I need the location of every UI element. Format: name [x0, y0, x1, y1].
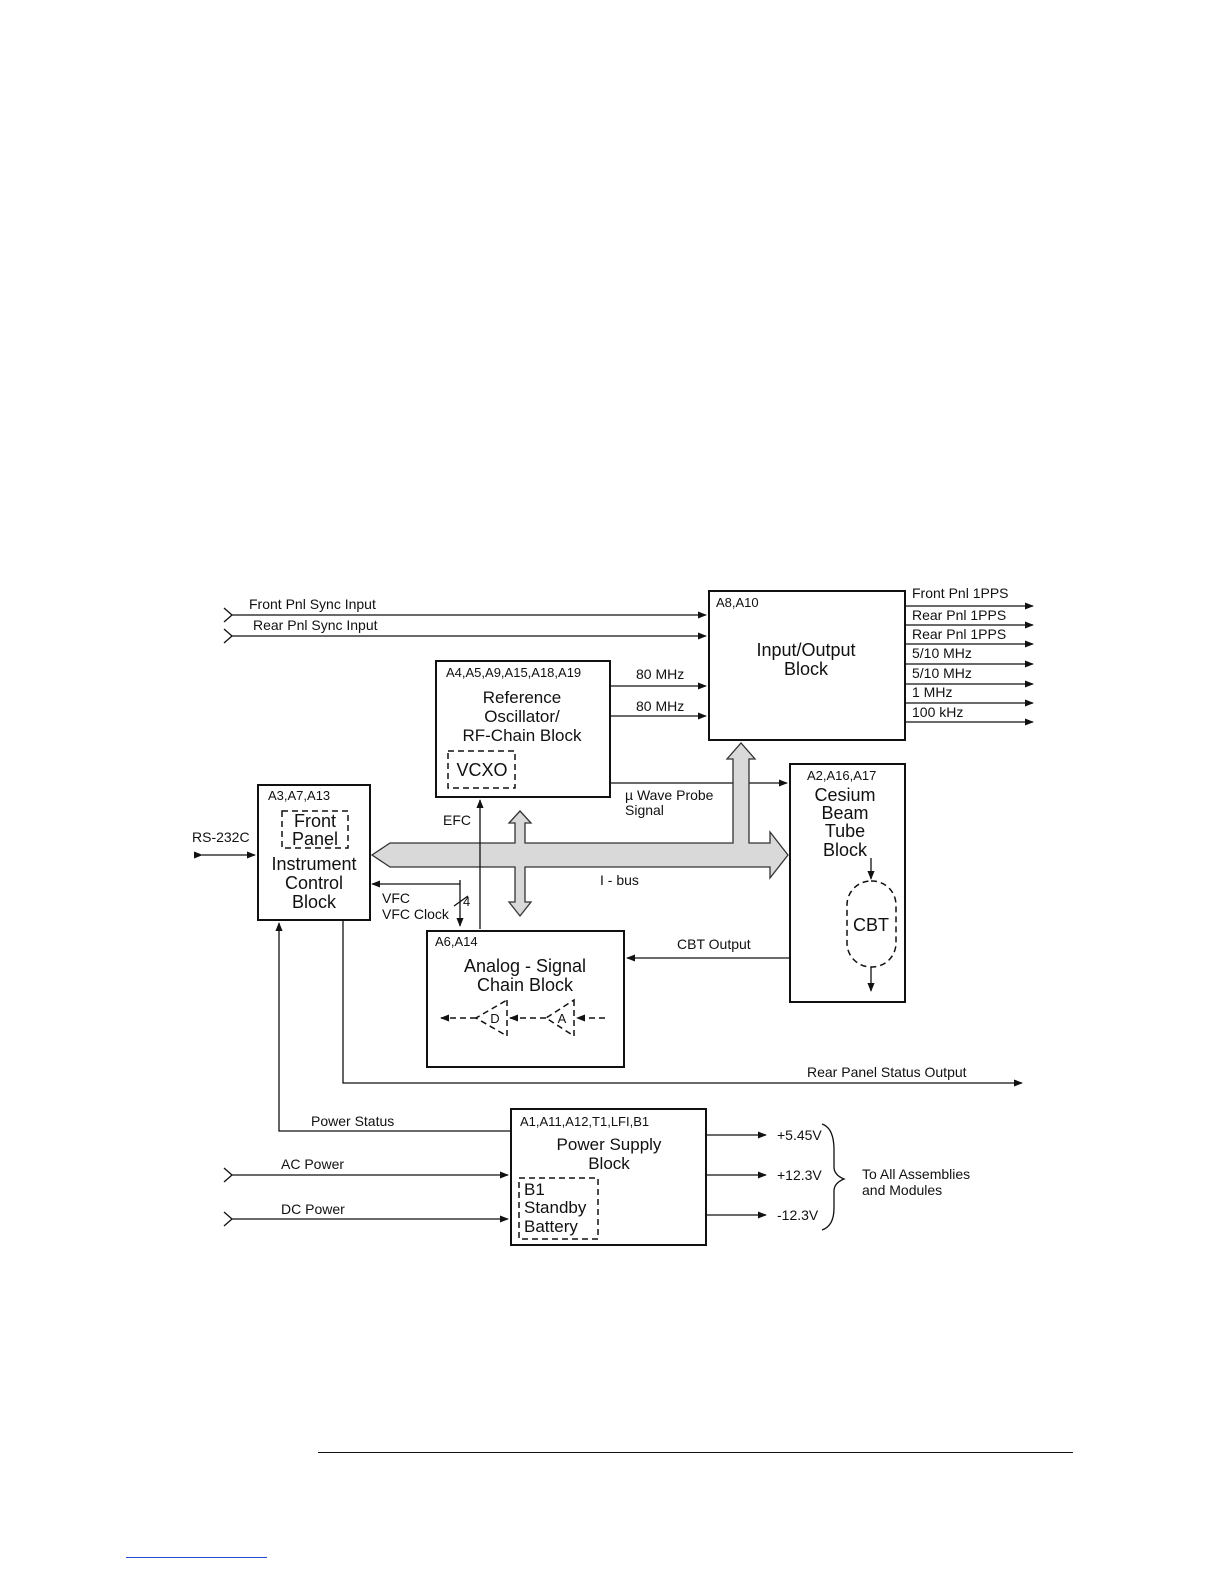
supply-output-label: +12.3V	[777, 1167, 822, 1183]
io-output-label: 100 kHz	[912, 704, 963, 720]
refosc-block-ref: A4,A5,A9,A15,A18,A19	[446, 665, 581, 680]
cbt-output-signal: CBT Output	[626, 936, 790, 962]
cbt-block-ref: A2,A16,A17	[807, 768, 876, 783]
amplifier-chain: A D	[440, 998, 605, 1038]
front-sync-label: Front Pnl Sync Input	[249, 596, 376, 612]
ctrl-block-title-2: Control	[285, 873, 343, 893]
rs232-label: RS-232C	[192, 829, 250, 845]
ibus-label: I - bus	[600, 872, 639, 888]
battery-label-3: Battery	[524, 1217, 578, 1236]
battery-label-2: Standby	[524, 1198, 587, 1217]
io-output-label: 5/10 MHz	[912, 665, 972, 681]
amp-d-label: D	[490, 1011, 499, 1026]
power-block: A1,A11,A12,T1,LFI,B1 Power Supply Block …	[510, 1108, 707, 1246]
io-block-title-1: Input/Output	[756, 640, 855, 660]
io-output-label: Rear Pnl 1PPS	[912, 626, 1006, 642]
power-status-signal: Power Status	[275, 922, 512, 1132]
power-status-label: Power Status	[311, 1113, 394, 1129]
cbt-block-title-1: Cesium	[814, 785, 875, 805]
rear-sync-input: Rear Pnl Sync Input	[223, 617, 707, 644]
io-output-label: Front Pnl 1PPS	[912, 585, 1009, 601]
vfc-clock-label: VFC Clock	[382, 906, 450, 922]
efc-signal: EFC	[443, 799, 484, 929]
analog-block-title-1: Analog - Signal	[464, 956, 586, 976]
supply-brace	[821, 1123, 846, 1231]
analog-block-title-2: Chain Block	[477, 975, 574, 995]
battery-label-1: B1	[524, 1180, 545, 1199]
page-link-underline[interactable]	[126, 1557, 267, 1558]
dc-power-label: DC Power	[281, 1201, 345, 1217]
rear-status-output: Rear Panel Status Output	[342, 920, 1023, 1087]
probe-label-1: µ Wave Probe	[625, 787, 714, 803]
vfc-signals: 4 VFC VFC Clock	[371, 880, 470, 927]
ctrl-block-title-1: Instrument	[271, 854, 356, 874]
rs232-link: RS-232C	[192, 829, 256, 859]
cbt-inner-label: CBT	[853, 915, 889, 935]
ctrl-block-ref: A3,A7,A13	[268, 788, 330, 803]
refosc-block-title-3: RF-Chain Block	[462, 726, 582, 745]
io-output-label: Rear Pnl 1PPS	[912, 607, 1006, 623]
supply-destination-1: To All Assemblies	[862, 1166, 970, 1182]
refosc-block-title-1: Reference	[483, 688, 561, 707]
mhz80-label-a: 80 MHz	[636, 666, 684, 682]
ac-power-input: AC Power	[223, 1156, 509, 1183]
ctrl-block-title-3: Block	[292, 892, 337, 912]
rear-status-label: Rear Panel Status Output	[807, 1064, 967, 1080]
dc-power-input: DC Power	[223, 1201, 509, 1227]
ac-power-label: AC Power	[281, 1156, 344, 1172]
power-block-ref: A1,A11,A12,T1,LFI,B1	[520, 1114, 649, 1129]
mhz80-label-b: 80 MHz	[636, 698, 684, 714]
bus-width-label: 4	[463, 894, 470, 909]
cbt-output-label: CBT Output	[677, 936, 751, 952]
io-block-ref: A8,A10	[716, 595, 759, 610]
analog-block-ref: A6,A14	[435, 934, 478, 949]
mhz80-signals: 80 MHz 80 MHz	[610, 666, 707, 720]
io-block: A8,A10 Input/Output Block	[708, 590, 906, 741]
io-outputs: Front Pnl 1PPS Rear Pnl 1PPS Rear Pnl 1P…	[905, 585, 1034, 726]
probe-signal: µ Wave Probe Signal	[610, 779, 788, 818]
amp-a-label: A	[558, 1011, 567, 1026]
supply-destination-2: and Modules	[862, 1182, 942, 1198]
io-output-label: 5/10 MHz	[912, 645, 972, 661]
efc-label: EFC	[443, 812, 471, 828]
vfc-label: VFC	[382, 890, 410, 906]
analog-block: A6,A14 Analog - Signal Chain Block A D	[426, 930, 625, 1068]
cbt-block-title-4: Block	[823, 840, 868, 860]
front-panel-label-1: Front	[294, 811, 336, 831]
vcxo-label: VCXO	[456, 760, 507, 780]
cbt-block-title-2: Beam	[821, 803, 868, 823]
i-bus: I - bus	[370, 742, 789, 918]
cbt-block-title-3: Tube	[825, 821, 865, 841]
io-block-title-2: Block	[784, 659, 829, 679]
front-sync-input: Front Pnl Sync Input	[223, 596, 707, 623]
refosc-block: A4,A5,A9,A15,A18,A19 Reference Oscillato…	[435, 660, 611, 798]
io-output-label: 1 MHz	[912, 684, 952, 700]
cbt-block: A2,A16,A17 Cesium Beam Tube Block CBT	[789, 763, 906, 1003]
probe-label-2: Signal	[625, 802, 664, 818]
rear-sync-label: Rear Pnl Sync Input	[253, 617, 378, 633]
supply-outputs: +5.45V +12.3V -12.3V To All Assemblies a…	[706, 1123, 970, 1231]
front-panel-label-2: Panel	[292, 829, 338, 849]
supply-output-label: +5.45V	[777, 1127, 822, 1143]
power-block-title-1: Power Supply	[557, 1135, 662, 1154]
power-block-title-2: Block	[588, 1154, 630, 1173]
footer-rule	[318, 1452, 1073, 1453]
supply-output-label: -12.3V	[777, 1207, 819, 1223]
refosc-block-title-2: Oscillator/	[484, 707, 560, 726]
ctrl-block: A3,A7,A13 Front Panel Instrument Control…	[257, 784, 371, 921]
